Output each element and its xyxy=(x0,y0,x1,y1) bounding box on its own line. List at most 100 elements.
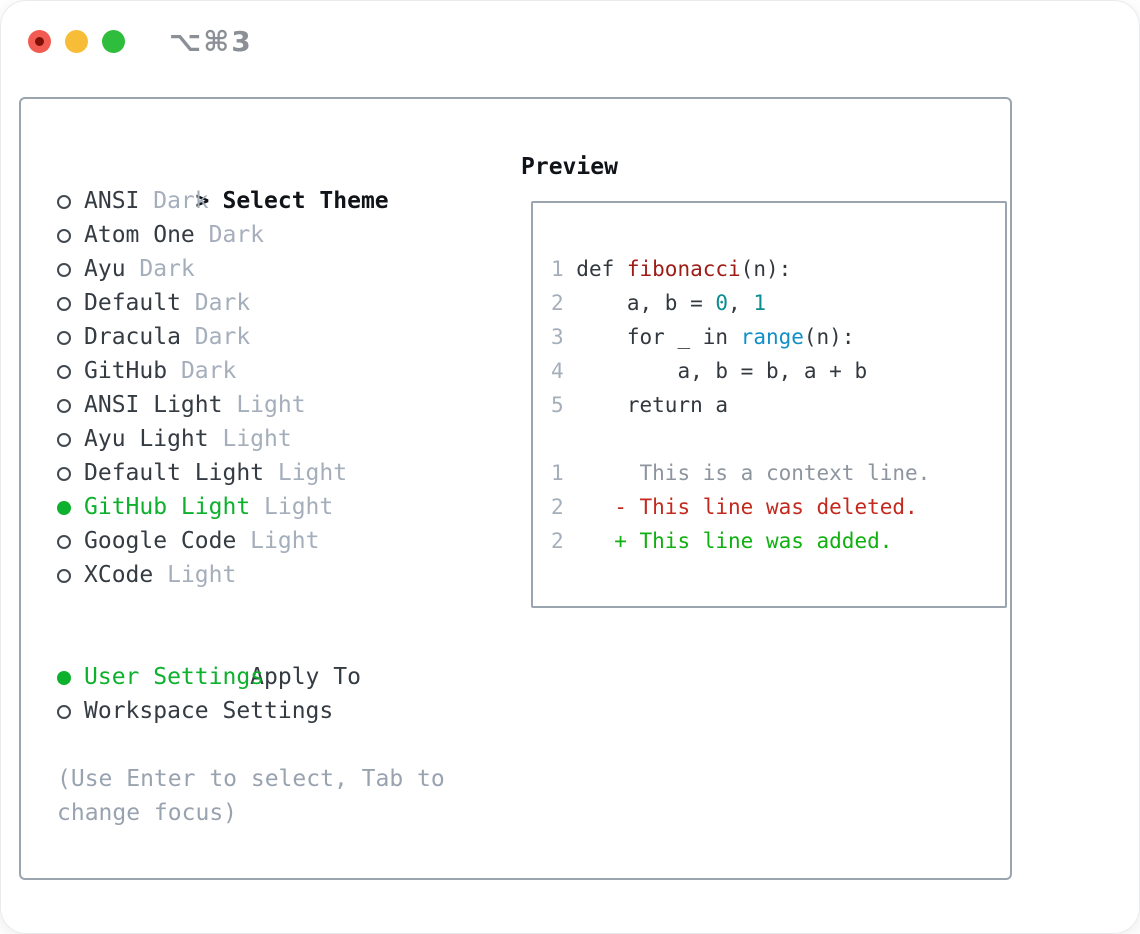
theme-variant: Light xyxy=(208,426,292,452)
code-segment: This is a context line. xyxy=(576,461,931,485)
code-segment: (n): xyxy=(740,257,792,281)
radio-icon[interactable] xyxy=(57,671,71,685)
theme-variant: Light xyxy=(236,528,320,554)
radio-icon[interactable] xyxy=(57,535,71,549)
theme-variant: Dark xyxy=(194,222,265,248)
code-segment: 0 xyxy=(715,291,729,315)
code-segment: a, b = b, a + b xyxy=(576,359,868,383)
radio-icon[interactable] xyxy=(57,569,71,583)
apply-option-label: Workspace Settings xyxy=(84,698,334,724)
titlebar: ⌥⌘3 xyxy=(28,25,253,58)
theme-name: Default Light xyxy=(84,460,265,486)
radio-icon[interactable] xyxy=(57,399,71,413)
line-number: 4 xyxy=(551,359,577,383)
theme-option-10[interactable]: Google Code Light xyxy=(57,524,521,558)
radio-icon[interactable] xyxy=(57,331,71,345)
prompt-caret-icon: > xyxy=(195,188,210,214)
theme-name: Dracula xyxy=(84,324,181,350)
line-number: 5 xyxy=(551,393,577,417)
zoom-button[interactable] xyxy=(102,30,125,53)
theme-variant: Dark xyxy=(125,256,195,282)
theme-option-1[interactable]: Atom One Dark xyxy=(57,218,521,252)
code-segment: return a xyxy=(576,393,729,417)
code-segment: range xyxy=(740,325,804,349)
theme-option-5[interactable]: GitHub Dark xyxy=(57,354,521,388)
line-number: 2 xyxy=(551,495,577,519)
radio-icon[interactable] xyxy=(57,195,71,209)
preview-code-line: 3 for _ in range(n): xyxy=(551,320,1005,354)
radio-icon[interactable] xyxy=(57,467,71,481)
apply-option-0[interactable]: User Settings xyxy=(57,660,521,694)
close-button[interactable] xyxy=(28,30,51,53)
theme-name: ANSI xyxy=(84,188,140,214)
code-segment: fibonacci xyxy=(626,257,741,281)
theme-name: Atom One xyxy=(84,222,195,248)
preview-code-line: 1 def fibonacci(n): xyxy=(551,252,1005,286)
theme-name: ANSI Light xyxy=(84,392,223,418)
theme-name: GitHub xyxy=(84,358,168,384)
code-segment: (n): xyxy=(803,325,855,349)
theme-name: Ayu Light xyxy=(84,426,209,452)
theme-variant: Light xyxy=(264,460,348,486)
theme-variant: Dark xyxy=(180,324,251,350)
line-number: 1 xyxy=(551,461,577,485)
radio-icon[interactable] xyxy=(57,229,71,243)
code-segment: , xyxy=(728,291,754,315)
theme-option-4[interactable]: Dracula Dark xyxy=(57,320,521,354)
theme-option-8[interactable]: Default Light Light xyxy=(57,456,521,490)
theme-variant: Dark xyxy=(180,290,251,316)
radio-icon[interactable] xyxy=(57,433,71,447)
radio-icon[interactable] xyxy=(57,705,71,719)
theme-variant: Light xyxy=(222,392,306,418)
line-number: 3 xyxy=(551,325,577,349)
preview-column: Preview 1 def fibonacci(n):2 a, b = 0, 1… xyxy=(521,150,1010,830)
theme-variant: Dark xyxy=(167,358,237,384)
theme-option-6[interactable]: ANSI Light Light xyxy=(57,388,521,422)
theme-list-title: Select Theme xyxy=(222,188,389,214)
theme-name: Default xyxy=(84,290,181,316)
theme-name: GitHub Light xyxy=(84,494,251,520)
theme-variant: Light xyxy=(250,494,334,520)
line-number: 2 xyxy=(551,291,577,315)
radio-icon[interactable] xyxy=(57,501,71,515)
theme-variant: Dark xyxy=(139,188,209,214)
apply-option-1[interactable]: Workspace Settings xyxy=(57,694,521,728)
code-segment: for _ in xyxy=(576,325,741,349)
line-number: 2 xyxy=(551,529,577,553)
preview-code-line: 2 - This line was deleted. xyxy=(551,490,1005,524)
theme-option-0[interactable]: ANSI Dark xyxy=(57,184,521,218)
theme-option-3[interactable]: Default Dark xyxy=(57,286,521,320)
theme-option-7[interactable]: Ayu Light Light xyxy=(57,422,521,456)
theme-variant: Light xyxy=(153,562,237,588)
theme-name: XCode xyxy=(84,562,154,588)
code-segment: 1 xyxy=(753,291,766,315)
radio-icon[interactable] xyxy=(57,263,71,277)
preview-code-line: 5 return a xyxy=(551,388,1005,422)
theme-name: Ayu xyxy=(84,256,126,282)
theme-name: Google Code xyxy=(84,528,237,554)
code-segment: a, b = xyxy=(576,291,716,315)
window-title: ⌥⌘3 xyxy=(169,25,253,58)
theme-list-header: > Select Theme xyxy=(57,150,521,214)
preview-code-line: 1 This is a context line. xyxy=(551,456,1005,490)
theme-option-2[interactable]: Ayu Dark xyxy=(57,252,521,286)
theme-option-11[interactable]: XCode Light xyxy=(57,558,521,592)
preview-code-line: 2 a, b = 0, 1 xyxy=(551,286,1005,320)
preview-code-line: 4 a, b = b, a + b xyxy=(551,354,1005,388)
hint-text: (Use Enter to select, Tab to change focu… xyxy=(57,766,445,826)
apply-to-title: Apply To xyxy=(250,664,361,690)
line-number: 1 xyxy=(551,257,577,281)
minimize-button[interactable] xyxy=(65,30,88,53)
radio-icon[interactable] xyxy=(57,365,71,379)
preview-code-line xyxy=(551,422,1005,456)
theme-option-9[interactable]: GitHub Light Light xyxy=(57,490,521,524)
radio-icon[interactable] xyxy=(57,297,71,311)
